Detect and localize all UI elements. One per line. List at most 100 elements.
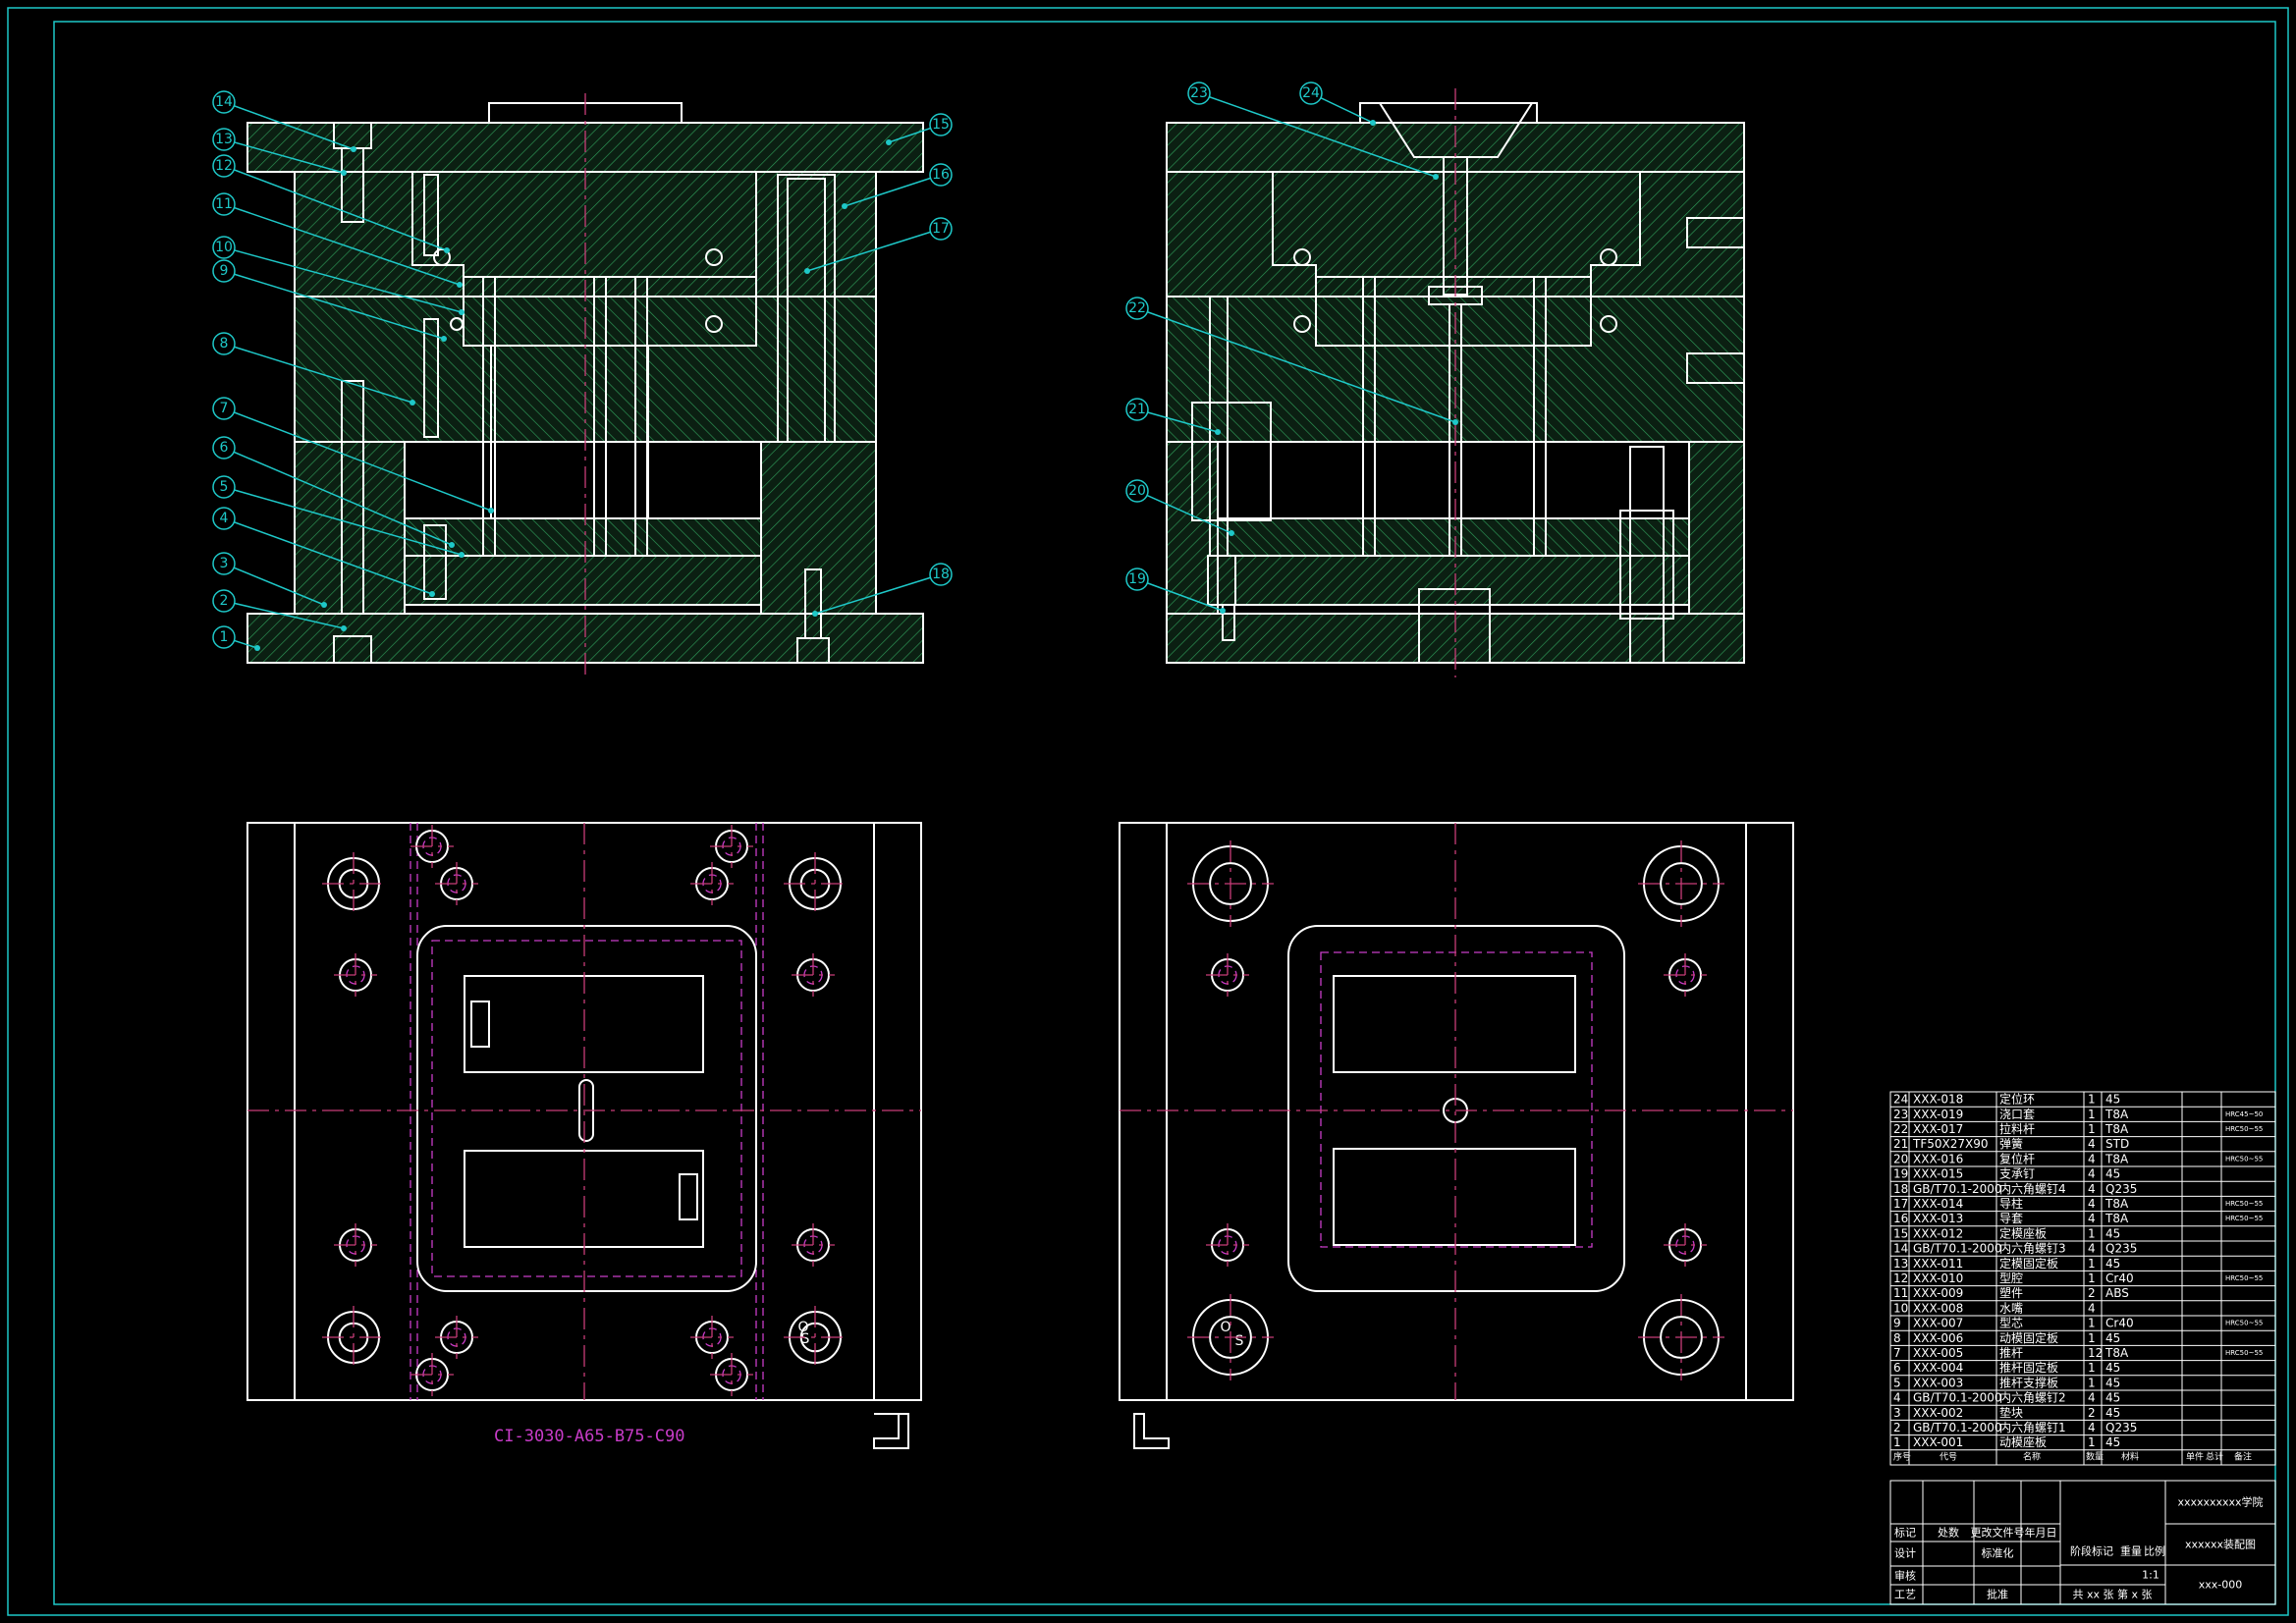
bom-cell: 弹簧 — [1999, 1136, 2023, 1151]
balloon-label: 11 — [215, 196, 233, 212]
bom-header-cell: 名称 — [2023, 1450, 2041, 1462]
balloon-label: 10 — [215, 240, 233, 255]
bom-header-cell: 总计 — [2206, 1450, 2223, 1462]
part-balloon-9: 9 — [212, 259, 447, 342]
bom-cell: HRC50~55 — [2225, 1200, 2263, 1208]
mold-base-code: CI-3030-A65-B75-C90 — [494, 1427, 684, 1446]
guide-bore — [322, 852, 385, 915]
tb-label-process: 工艺 — [1894, 1589, 1916, 1601]
bom-cell: 内六角螺钉1 — [1999, 1421, 2066, 1434]
bom-cell: HRC50~55 — [2225, 1155, 2263, 1163]
tb-label-design: 设计 — [1894, 1547, 1916, 1560]
balloon-label: 24 — [1302, 85, 1320, 101]
bom-cell: Q235 — [2105, 1182, 2137, 1196]
bom-cell: HRC50~55 — [2225, 1320, 2263, 1327]
balloon-label: 5 — [220, 479, 229, 495]
bom-cell: ABS — [2105, 1286, 2129, 1300]
bom-cell: 3 — [1893, 1406, 1901, 1420]
sheet-border-outer — [7, 7, 2289, 1616]
tb-label-scale: 比例 — [2144, 1544, 2165, 1558]
bom-header: 序号代号名称数量材料单件总计备注 — [1893, 1450, 2252, 1462]
bom-cell: 22 — [1893, 1122, 1908, 1136]
bom-cell: 复位杆 — [1999, 1151, 2035, 1165]
balloon-label: 19 — [1128, 571, 1146, 587]
bom-cell: T8A — [2105, 1212, 2129, 1225]
bom-cell: 9 — [1893, 1317, 1901, 1330]
bom-cell: 型芯 — [1999, 1317, 2023, 1330]
bom-cell: 定位环 — [1999, 1092, 2035, 1107]
plan-view-fixed-half: S O — [1119, 822, 1794, 1449]
bom-cell: XXX-016 — [1913, 1152, 1963, 1165]
bom-cell: 拉料杆 — [1999, 1121, 2035, 1136]
part-balloon-19: 19 — [1125, 568, 1226, 614]
tb-label-count: 处数 — [1938, 1527, 1959, 1540]
balloon-label: 2 — [220, 593, 229, 609]
bom-cell: 23 — [1893, 1108, 1908, 1121]
balloon-label: 17 — [932, 221, 950, 237]
bom-cell: 16 — [1893, 1212, 1908, 1225]
bom-cell: 推杆 — [1999, 1346, 2023, 1360]
bom-cell: 定模座板 — [1999, 1225, 2047, 1240]
tb-label-weight: 重量 — [2120, 1544, 2142, 1558]
drawing-name: xxxxxx装配图 — [2185, 1539, 2256, 1551]
sheet-count: 共 xx 张 第 x 张 — [2072, 1588, 2152, 1601]
part-balloon-3: 3 — [212, 552, 327, 608]
bom-cell: 型腔 — [1999, 1271, 2023, 1285]
bom-cell: 11 — [1893, 1286, 1908, 1300]
bom-cell: 4 — [2088, 1301, 2096, 1315]
bom-cell: T8A — [2105, 1346, 2129, 1360]
guide-bore — [1187, 840, 1274, 927]
bom-cell: HRC50~55 — [2225, 1349, 2263, 1357]
screw-hole — [1206, 1223, 1249, 1267]
balloon-label: 21 — [1128, 402, 1146, 417]
scale-value: 1:1 — [2142, 1569, 2159, 1582]
bom-cell: 21 — [1893, 1137, 1908, 1151]
bom-cell: 1 — [2088, 1271, 2096, 1285]
part-balloon-1: 1 — [212, 625, 260, 651]
bom-cell: 10 — [1893, 1301, 1908, 1315]
bom-cell: XXX-004 — [1913, 1361, 1963, 1375]
bom-cell: 5 — [1893, 1376, 1901, 1389]
bom-cell: 17 — [1893, 1197, 1908, 1211]
screw-hole — [334, 1223, 377, 1267]
part-balloon-24: 24 — [1299, 81, 1376, 126]
bom-cell: 1 — [2088, 1435, 2096, 1449]
bom-cell: 1 — [2088, 1226, 2096, 1240]
plan-view-moving-half: CI-3030-A65-B75-C90 S O — [246, 822, 922, 1449]
bom-cell: 45 — [2105, 1167, 2120, 1181]
bom-cell: GB/T70.1-2000 — [1913, 1421, 2002, 1434]
bom-cell: 7 — [1893, 1346, 1901, 1360]
bom-cell: 动模固定板 — [1999, 1330, 2058, 1345]
bom-cell: GB/T70.1-2000 — [1913, 1391, 2002, 1405]
bom-cell: XXX-003 — [1913, 1376, 1963, 1389]
bom-cell: 18 — [1893, 1182, 1908, 1196]
bom-cell: 45 — [2105, 1361, 2120, 1375]
side-section-view — [1166, 88, 1745, 677]
bom-cell: 4 — [2088, 1242, 2096, 1256]
bom-cell: 15 — [1893, 1226, 1908, 1240]
bom-cell: 24 — [1893, 1093, 1908, 1107]
bom-cell: HRC50~55 — [2225, 1274, 2263, 1282]
drawing-number: xxx-000 — [2199, 1579, 2243, 1592]
guide-bore — [322, 1306, 385, 1369]
bom-cell: 水嘴 — [1999, 1301, 2023, 1315]
tb-label-change-doc: 更改文件号 — [1971, 1526, 2025, 1540]
part-balloon-4: 4 — [212, 507, 435, 597]
bom-cell: XXX-005 — [1913, 1346, 1963, 1360]
bom-cell: 6 — [1893, 1361, 1901, 1375]
screw-hole — [1664, 953, 1707, 997]
bom-cell: XXX-015 — [1913, 1167, 1963, 1181]
bom-cell: 12 — [2088, 1346, 2103, 1360]
bom-cell: Q235 — [2105, 1421, 2137, 1434]
screw-hole — [410, 1353, 454, 1396]
balloon-label: 12 — [215, 158, 233, 174]
part-balloon-8: 8 — [212, 332, 415, 406]
